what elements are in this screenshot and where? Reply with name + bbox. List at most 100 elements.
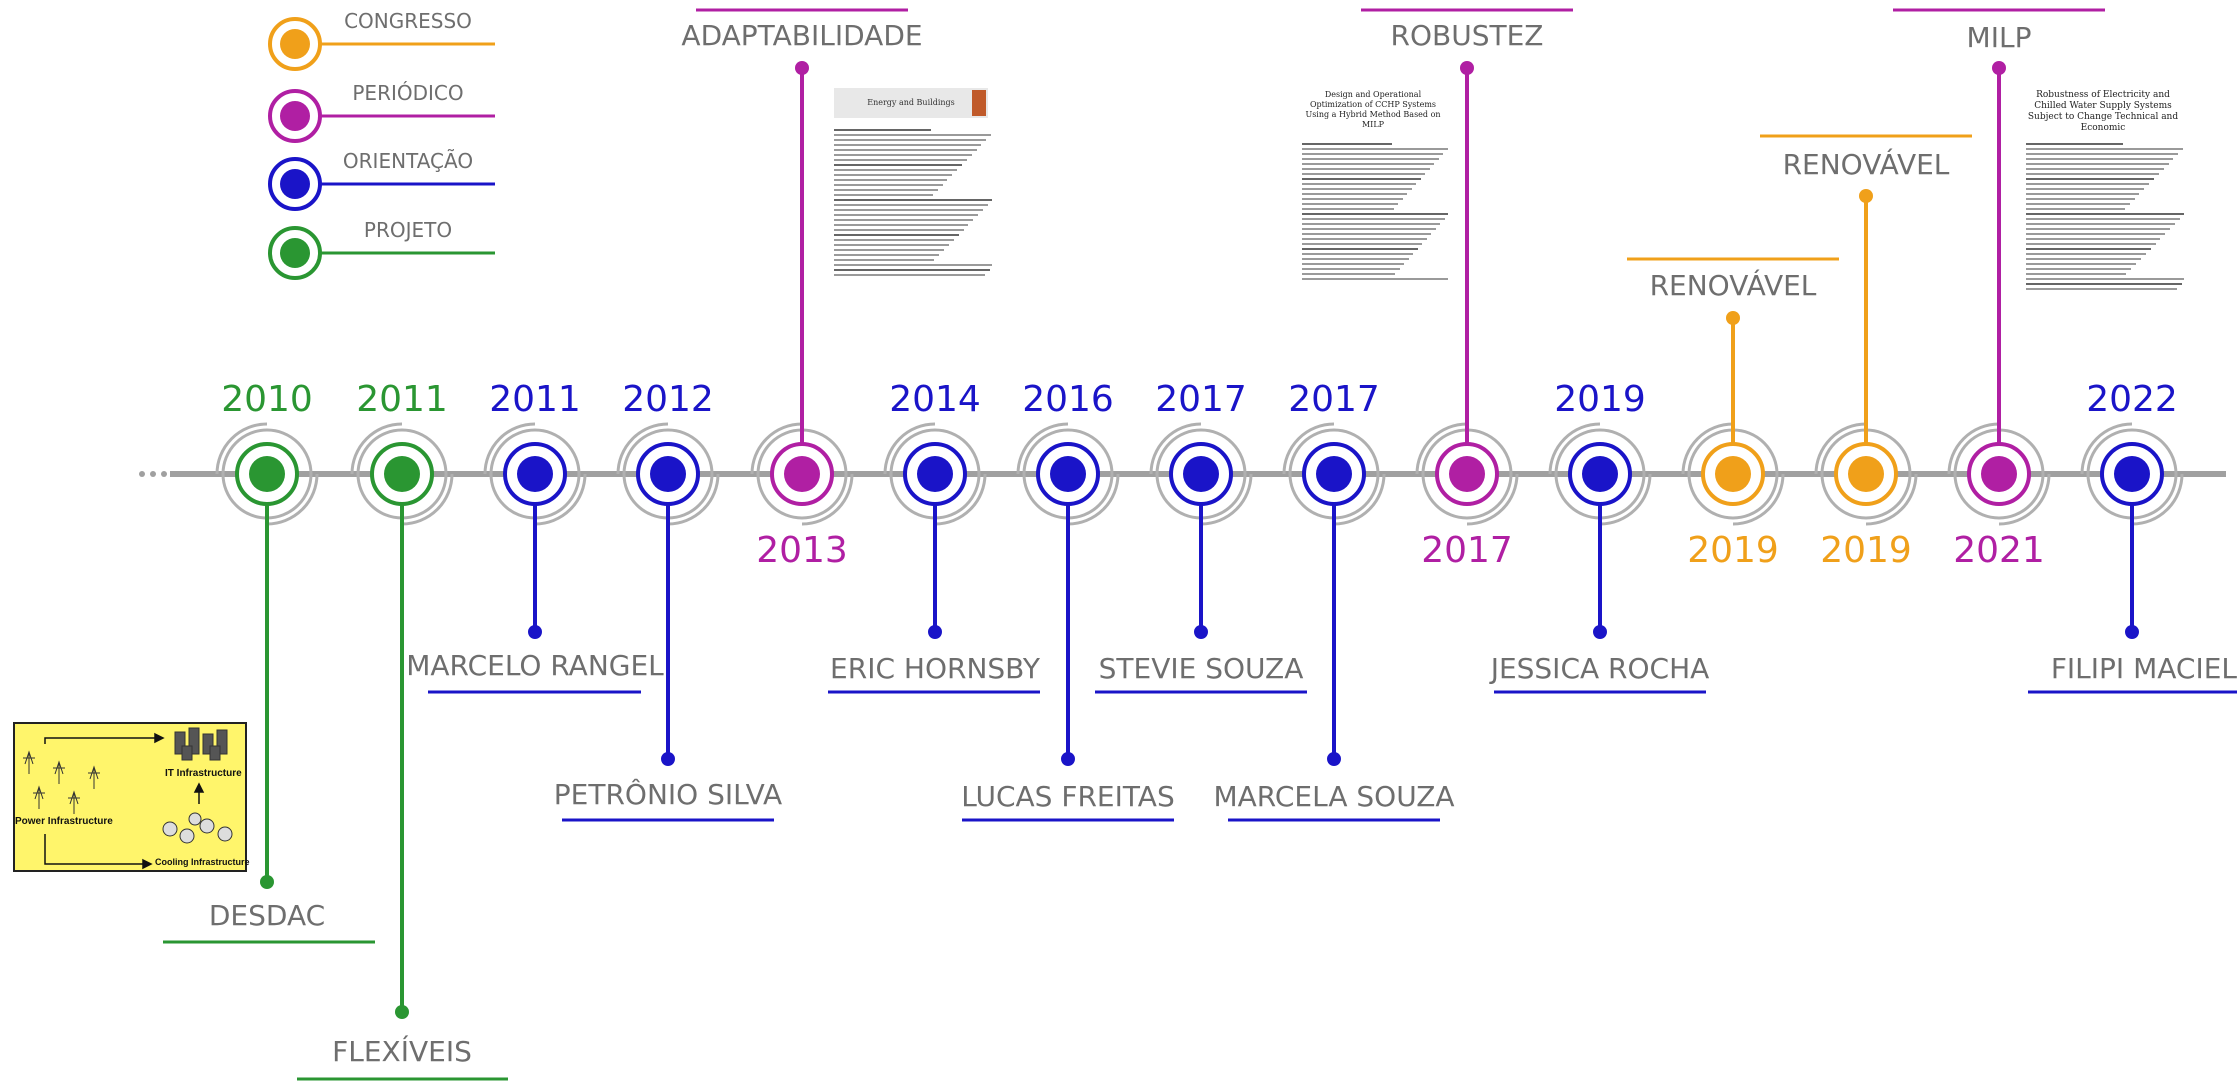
event-label: MARCELO RANGEL <box>406 649 664 682</box>
event-year: 2011 <box>356 379 448 420</box>
legend-label: PERIÓDICO <box>352 81 463 105</box>
axis-continuation-dot <box>150 471 156 477</box>
paper-text-line <box>1302 153 1443 155</box>
event-node-dot <box>1449 456 1485 492</box>
paper-text-line <box>1302 143 1392 145</box>
event-year: 2012 <box>622 379 714 420</box>
event-outer-arc <box>750 422 803 475</box>
event-year: 2021 <box>1953 530 2045 571</box>
event-outer-arc <box>934 473 987 526</box>
paper-text-line <box>1302 168 1430 170</box>
event-label: LUCAS FREITAS <box>961 780 1174 813</box>
event-year: 2013 <box>756 530 848 571</box>
paper-text-line <box>2026 228 2171 230</box>
paper-text-line <box>1302 158 1439 160</box>
paper-text-line <box>834 259 935 261</box>
event-stem-end-dot <box>1327 752 1341 766</box>
paper-text-line <box>2026 143 2124 145</box>
paper-text-line <box>2026 148 2184 150</box>
paper-text-line <box>834 214 979 216</box>
paper-text-line <box>1302 253 1413 255</box>
event-outer-arc <box>401 473 454 526</box>
event-outer-arc <box>1415 422 1468 475</box>
paper-text-line <box>1302 148 1448 150</box>
event-outer-arc <box>1016 422 1069 475</box>
legend-label: ORIENTAÇÃO <box>343 149 473 173</box>
event-outer-arc <box>1333 473 1386 526</box>
paper-text-line <box>1302 208 1394 210</box>
paper-text-line <box>2026 208 2125 210</box>
paper-text-line <box>2026 193 2140 195</box>
paper-text-line <box>834 244 950 246</box>
paper-title: Robustness of Electricity and Chilled Wa… <box>2027 90 2179 133</box>
paper-text-line <box>1302 233 1431 235</box>
event-stem-end-dot <box>1859 189 1873 203</box>
paper-text-line <box>2026 243 2156 245</box>
timeline-event-periodico <box>696 8 908 526</box>
event-outer-arc <box>2131 473 2184 526</box>
paper-text-line <box>834 149 977 151</box>
legend-label: PROJETO <box>364 218 452 242</box>
event-node-dot <box>1582 456 1618 492</box>
paper-text-line <box>1302 213 1448 215</box>
paper-text-line <box>2026 248 2151 250</box>
event-label: ADAPTABILIDADE <box>681 19 922 52</box>
paper-text-line <box>1302 218 1445 220</box>
paper-text-line <box>2026 203 2130 205</box>
event-label: PETRÔNIO SILVA <box>554 777 782 811</box>
event-year: 2019 <box>1820 530 1912 571</box>
paper-text-line <box>834 239 954 241</box>
paper-text-line <box>834 139 987 141</box>
event-stem-end-dot <box>1726 311 1740 325</box>
timeline-event-projeto <box>163 422 375 944</box>
journal-header: Energy and Buildings <box>867 98 955 107</box>
paper-text-line <box>2026 258 2142 260</box>
event-outer-arc <box>883 422 936 475</box>
timeline-event-congresso <box>1627 257 1839 526</box>
paper-text-line <box>1302 263 1404 265</box>
it-infrastructure-label: IT Infrastructure <box>165 768 242 779</box>
timeline-event-periodico <box>1361 8 1573 526</box>
timeline-event-orientacao <box>428 422 641 694</box>
timeline-event-congresso <box>1760 134 1972 526</box>
event-stem-end-dot <box>528 625 542 639</box>
event-outer-arc <box>1998 473 2051 526</box>
event-stem-end-dot <box>1061 752 1075 766</box>
event-year: 2022 <box>2086 379 2178 420</box>
event-outer-arc <box>1814 422 1867 475</box>
paper-text-line <box>2026 288 2177 290</box>
paper-text-line <box>834 164 962 166</box>
paper-text-line <box>1302 203 1398 205</box>
paper-text-line <box>834 199 992 201</box>
event-stem-end-dot <box>1992 61 2006 75</box>
paper-text-line <box>2026 233 2166 235</box>
event-node-dot <box>1316 456 1352 492</box>
paper-text-line <box>1302 258 1409 260</box>
event-label: DESDAC <box>209 899 325 932</box>
paper-text-line <box>2026 183 2150 185</box>
paper-text-line <box>1302 193 1407 195</box>
event-year: 2010 <box>221 379 313 420</box>
paper-text-line <box>834 189 938 191</box>
paper-text-line <box>1302 273 1395 275</box>
paper-text-line <box>834 134 992 136</box>
paper-text-line <box>2026 268 2132 270</box>
paper-text-line <box>2026 198 2135 200</box>
event-outer-arc <box>1681 422 1734 475</box>
paper-text-line <box>834 224 969 226</box>
timeline-event-orientacao <box>1095 422 1307 694</box>
paper-text-line <box>2026 213 2184 215</box>
event-label: ERIC HORNSBY <box>830 652 1041 685</box>
project-diagram-image: IT Infrastructure Power Infrastructure C… <box>13 722 250 872</box>
event-label: RENOVÁVEL <box>1783 147 1950 181</box>
event-year: 2014 <box>889 379 981 420</box>
event-outer-arc <box>1732 473 1785 526</box>
event-outer-arc <box>801 473 854 526</box>
event-outer-arc <box>1282 422 1335 475</box>
event-outer-arc <box>1599 473 1652 526</box>
event-node-dot <box>1848 456 1884 492</box>
timeline-event-orientacao <box>1494 422 1706 694</box>
paper-text-line <box>834 234 959 236</box>
paper-text-line <box>1302 178 1421 180</box>
